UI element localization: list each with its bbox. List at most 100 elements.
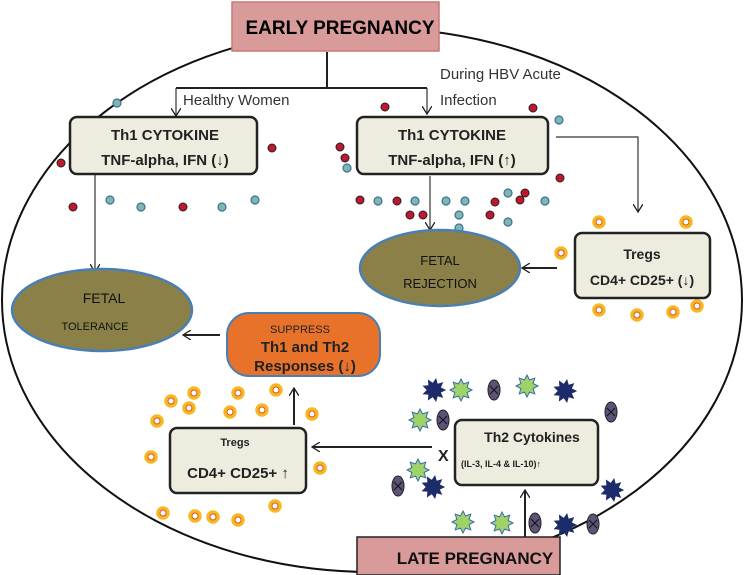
tregs-down-box: Tregs CD4+ CD25+ (↓): [573, 231, 712, 300]
late-pregnancy-box: LATE PREGNANCY: [356, 536, 561, 575]
treg-cell-ring: [191, 512, 199, 520]
dark-cytokine-star: [553, 513, 578, 537]
teal-cytokine-dot: [250, 195, 260, 205]
red-cytokine-dot: [515, 195, 525, 205]
treg-cell-icon: [231, 513, 245, 527]
dark-cytokine-star: [553, 379, 578, 403]
teal-cytokine-dot: [342, 163, 352, 173]
treg-cell-icon: [592, 303, 606, 317]
teal-cytokine-dot: [540, 196, 550, 206]
treg-cell-ring: [258, 406, 266, 414]
green-cytokine-star: [405, 457, 431, 483]
red-cytokine-dot: [405, 210, 415, 220]
oval-cytokine-cross: [606, 407, 616, 417]
th1-healthy-box: Th1 CYTOKINE TNF-alpha, IFN (↓): [68, 115, 259, 176]
teal-cytokine-dot: [454, 210, 464, 220]
treg-cell-icon: [144, 450, 158, 464]
red-cytokine-dot: [355, 195, 365, 205]
th1-hbv-box: Th1 CYTOKINE TNF-alpha, IFN (↑): [355, 115, 550, 176]
branch-hbv-label-1: During HBV Acute: [440, 66, 561, 83]
red-cytokine-dot: [68, 202, 78, 212]
treg-cell-icon: [187, 386, 201, 400]
teal-cytokine-dot: [503, 188, 513, 198]
tregs-up-box: Tregs CD4+ CD25+ ↑: [168, 426, 308, 495]
late-pregnancy-label: LATE PREGNANCY: [397, 549, 554, 568]
red-cytokine-dot: [520, 188, 530, 198]
treg-cell-icon: [269, 383, 283, 397]
th1-healthy-title: Th1 CYTOKINE: [111, 127, 219, 144]
treg-cell-ring: [185, 404, 193, 412]
treg-cell-ring: [557, 249, 565, 257]
suppress-line2: Th1 and Th2: [261, 339, 349, 356]
treg-cell-icon: [666, 305, 680, 319]
green-cytokine-star: [450, 509, 476, 535]
dark-cytokine-star: [600, 478, 625, 502]
th2-box: Th2 Cytokines (IL-3, IL-4 & IL-10)↑: [453, 418, 600, 487]
treg-cell-icon: [554, 246, 568, 260]
teal-cytokine-dot: [105, 195, 115, 205]
suppress-line1: SUPPRESS: [270, 324, 330, 336]
connectors: [95, 52, 638, 537]
treg-cell-icon: [592, 215, 606, 229]
th2-title: Th2 Cytokines: [484, 429, 580, 445]
green-cytokine-star: [489, 510, 515, 536]
teal-cytokine-dot: [410, 196, 420, 206]
fetal-rejection-line2: REJECTION: [403, 276, 477, 291]
treg-cell-ring: [308, 410, 316, 418]
treg-cell-icon: [231, 386, 245, 400]
treg-cell-ring: [159, 509, 167, 517]
treg-cell-icon: [313, 461, 327, 475]
teal-cytokine-dot: [112, 98, 122, 108]
treg-cell-ring: [271, 502, 279, 510]
teal-cytokine-dot: [136, 202, 146, 212]
treg-cell-ring: [633, 311, 641, 319]
fetal-tolerance-line1: FETAL: [83, 290, 126, 306]
fetal-tolerance-ellipse: FETAL TOLERANCE: [10, 267, 194, 353]
teal-cytokine-dot: [460, 196, 470, 206]
treg-cell-ring: [669, 308, 677, 316]
red-cytokine-dot: [267, 143, 277, 153]
green-cytokine-star: [514, 373, 540, 399]
teal-cytokine-dot: [503, 217, 513, 227]
th1-hbv-detail: TNF-alpha, IFN (↑): [388, 152, 516, 169]
teal-cytokine-dot: [217, 202, 227, 212]
early-pregnancy-label: EARLY PREGNANCY: [246, 18, 435, 39]
oval-cytokine-cross: [530, 518, 540, 528]
treg-cell-ring: [226, 408, 234, 416]
dark-cytokine-star: [422, 378, 447, 402]
treg-cell-icon: [268, 499, 282, 513]
red-cytokine-dot: [392, 196, 402, 206]
treg-cell-ring: [595, 218, 603, 226]
th1-hbv-title: Th1 CYTOKINE: [398, 127, 506, 144]
block-mark: X: [438, 448, 449, 465]
treg-cell-icon: [690, 299, 704, 313]
th2-detail: (IL-3, IL-4 & IL-10)↑: [461, 459, 541, 469]
teal-cytokine-dot: [373, 196, 383, 206]
red-cytokine-dot: [380, 102, 390, 112]
fetal-tolerance-line2: TOLERANCE: [61, 321, 128, 333]
red-cytokine-dot: [56, 158, 66, 168]
treg-cell-icon: [164, 394, 178, 408]
treg-cell-icon: [305, 407, 319, 421]
green-cytokine-star: [448, 377, 474, 403]
red-cytokine-dot: [485, 210, 495, 220]
treg-cell-icon: [156, 506, 170, 520]
oval-cytokine-cross: [438, 415, 448, 425]
treg-cell-icon: [255, 403, 269, 417]
treg-cell-ring: [595, 306, 603, 314]
treg-cell-icon: [182, 401, 196, 415]
oval-cytokine-cross: [489, 385, 499, 395]
red-cytokine-dot: [340, 153, 350, 163]
treg-cell-ring: [316, 464, 324, 472]
suppress-line3: Responses (↓): [254, 358, 356, 375]
treg-cell-ring: [234, 389, 242, 397]
tregs-up-title: Tregs: [220, 437, 249, 449]
treg-cell-icon: [679, 215, 693, 229]
red-cytokine-dot: [555, 173, 565, 183]
treg-cell-icon: [630, 308, 644, 322]
treg-cell-ring: [190, 389, 198, 397]
treg-cell-ring: [167, 397, 175, 405]
treg-cell-ring: [682, 218, 690, 226]
teal-cytokine-dot: [441, 196, 451, 206]
